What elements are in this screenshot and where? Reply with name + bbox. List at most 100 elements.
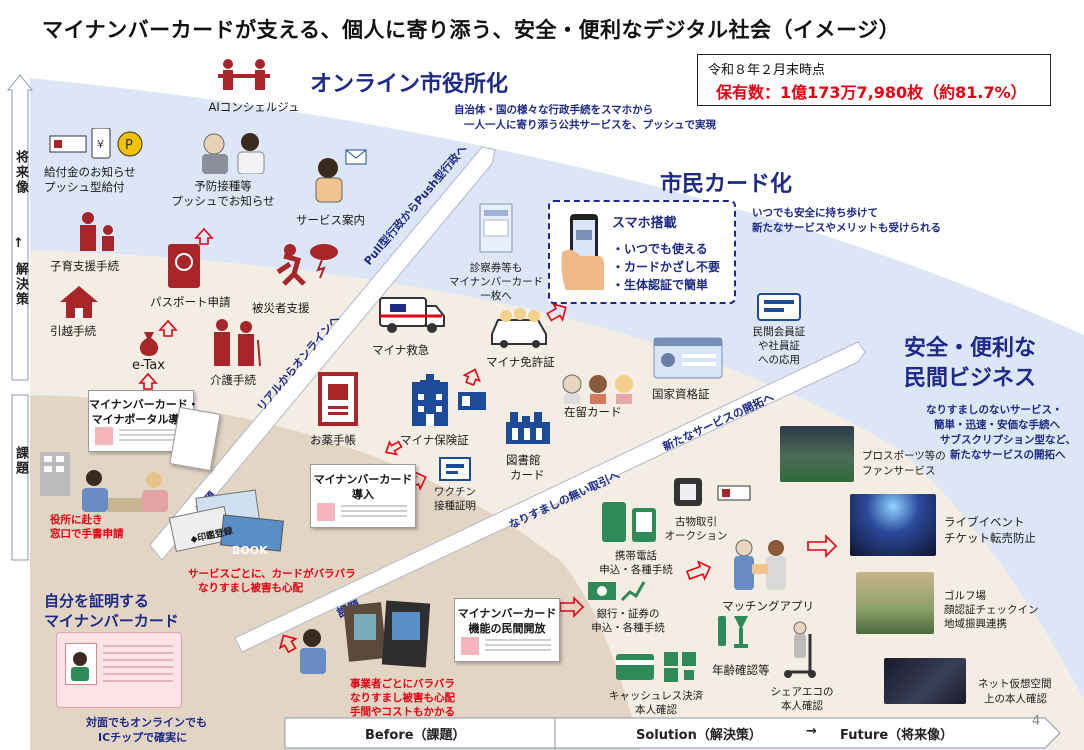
heading-self-proof-1: 自分を証明する	[44, 592, 150, 610]
stat-date: 令和８年２月末時点	[708, 63, 826, 78]
label-medicine: お薬手帳	[310, 433, 356, 447]
counter-scene-icon	[40, 452, 168, 512]
card-intro-line-1: マイナンバーカード	[313, 473, 413, 486]
label-matching: マッチングアプリ	[722, 599, 814, 613]
label-age: 年齢確認等	[712, 663, 770, 677]
book-label: BOOK	[232, 544, 268, 557]
label-live-1: ライブイベント	[944, 515, 1025, 529]
portal-card-photo	[95, 427, 113, 445]
medicine-notebook-icon	[318, 372, 358, 426]
label-share-1: シェアエコの	[770, 686, 834, 698]
label-ambulance: マイナ救急	[372, 343, 430, 357]
private-open-line-2: 機能の民間開放	[468, 622, 546, 635]
national-cert-icon	[653, 337, 723, 379]
svg-text:¥: ¥	[97, 138, 104, 151]
label-residence: 在留カード	[564, 405, 622, 419]
bank-money-icon	[588, 581, 646, 602]
flow-arrows	[138, 227, 838, 654]
bottom-axis-arrow	[284, 717, 1061, 749]
smartphone-bullet-1: ・いつでも使える	[612, 242, 708, 256]
label-golf-3: 地域振興連携	[944, 618, 1007, 630]
axis-future-bottom: Future（将来像）	[840, 728, 954, 743]
label-childcare: 子育支援手続	[50, 259, 119, 273]
axis-up-arrow: ↑	[13, 236, 24, 251]
used-goods-icon	[674, 478, 751, 506]
label-ai: AIコンシェルジュ	[208, 100, 300, 114]
label-library-2: カード	[510, 468, 545, 482]
label-sports-1: プロスポーツ等の	[862, 450, 946, 462]
smartphone-title: スマホ搭載	[612, 216, 677, 231]
label-metaverse-2: 上の本人確認	[984, 693, 1047, 705]
heading-online-city: オンライン市役所化	[310, 72, 509, 97]
service-guide-icon	[315, 149, 367, 203]
ambulance-icon	[379, 297, 445, 333]
scooter-icon	[784, 621, 816, 678]
stat-count: 保有数：1億173万7,980枚（約81.7%）	[716, 83, 1027, 102]
private-desc-4: 新たなサービスの開拓へ	[950, 449, 1066, 461]
left-axis-issue	[11, 394, 29, 561]
vaccine-cert-icon	[439, 457, 471, 481]
heading-citizen-card: 市民カード化	[660, 172, 793, 197]
label-vaccine-cert-1: ワクチン	[434, 486, 476, 498]
diagonal-arrow-1	[149, 146, 496, 561]
label-passport: パスポート申請	[150, 295, 231, 309]
label-clinic-3: 一枚へ	[480, 290, 512, 302]
heading-self-proof-2: マイナンバーカード	[44, 612, 179, 630]
age-check-icon	[718, 616, 748, 648]
label-biz-issue-3: 手間やコストもかかる	[350, 706, 455, 718]
library-icon	[506, 412, 550, 444]
label-library-1: 図書館	[506, 453, 541, 467]
member-card-icon	[757, 293, 801, 321]
label-member-3: への応用	[758, 354, 800, 366]
card-intro-line-2: 導入	[352, 488, 374, 501]
label-member-1: 民間会員証	[752, 326, 806, 338]
label-insurance: マイナ保険証	[400, 433, 469, 447]
label-mobile-2: 申込・各種手続	[599, 564, 673, 576]
label-used-2: オークション	[664, 530, 728, 542]
axis-future: 将来像	[13, 150, 28, 195]
diagonal-arrow-2	[234, 341, 866, 653]
sports-photo	[780, 426, 854, 482]
label-cards-issue-1: サービスごとに、カードがバラバラ	[188, 568, 356, 580]
heading-private-2: 民間ビジネス	[904, 366, 1037, 391]
care-icon	[214, 319, 261, 367]
axis-issue: 課題	[13, 446, 28, 476]
label-etax: e-Tax	[132, 358, 165, 373]
label-bank-1: 銀行・証券の	[596, 608, 660, 620]
label-sports-2: ファンサービス	[862, 465, 936, 477]
cashless-icon	[616, 652, 696, 682]
label-mobile-1: 携帯電話	[615, 550, 657, 562]
private-open-card: マイナンバーカード 機能の民間開放	[454, 598, 560, 662]
self-proof-desc-2: ICチップで確実に	[98, 731, 188, 744]
live-photo	[850, 494, 936, 556]
label-cards-issue-2: なりすまし被害も心配	[198, 582, 303, 594]
private-desc-3: サブスクリプション型など、	[940, 434, 1076, 446]
hand-phone-icon	[561, 214, 604, 290]
private-desc-1: なりすましのないサービス・	[926, 404, 1063, 416]
label-vaccine-2: プッシュでお知らせ	[171, 194, 275, 208]
stat-box: 令和８年２月末時点 保有数：1億173万7,980枚（約81.7%）	[697, 54, 1051, 106]
axis-right-arrow: →	[806, 724, 817, 739]
label-counter-2: 窓口で手書申請	[50, 528, 124, 540]
childcare-icon	[80, 212, 114, 251]
metaverse-photo	[884, 658, 966, 704]
left-axis-arrow	[6, 74, 34, 381]
golf-photo	[856, 572, 934, 634]
label-used-1: 古物取引	[675, 516, 717, 528]
house-icon	[60, 286, 98, 318]
private-desc-2: 簡単・迅速・安価な手続へ	[934, 419, 1060, 431]
label-biz-issue-1: 事業者ごとにバラバラ	[350, 678, 455, 690]
card-intro: マイナンバーカード 導入	[310, 464, 416, 528]
hospital-icon	[412, 374, 486, 426]
benefit-devices-icon: ¥ P	[49, 128, 143, 159]
label-metaverse-1: ネット仮想空間	[978, 678, 1052, 690]
residents-icon	[562, 374, 633, 404]
portal-card-line-1: マイナンバーカード・	[89, 398, 199, 411]
page-title: マイナンバーカードが支える、個人に寄り添う、安全・便利なデジタル社会（イメージ）	[42, 18, 901, 42]
label-disaster: 被災者支援	[252, 301, 310, 315]
smartphone-bullet-3: ・生体認証で簡単	[612, 278, 709, 292]
label-golf-1: ゴルフ場	[944, 590, 986, 602]
passport-icon	[168, 244, 200, 288]
citizen-card-desc-1: いつでも安全に持ち歩けて	[752, 207, 878, 219]
label-cashless-1: キャッシュレス決済	[608, 690, 704, 702]
